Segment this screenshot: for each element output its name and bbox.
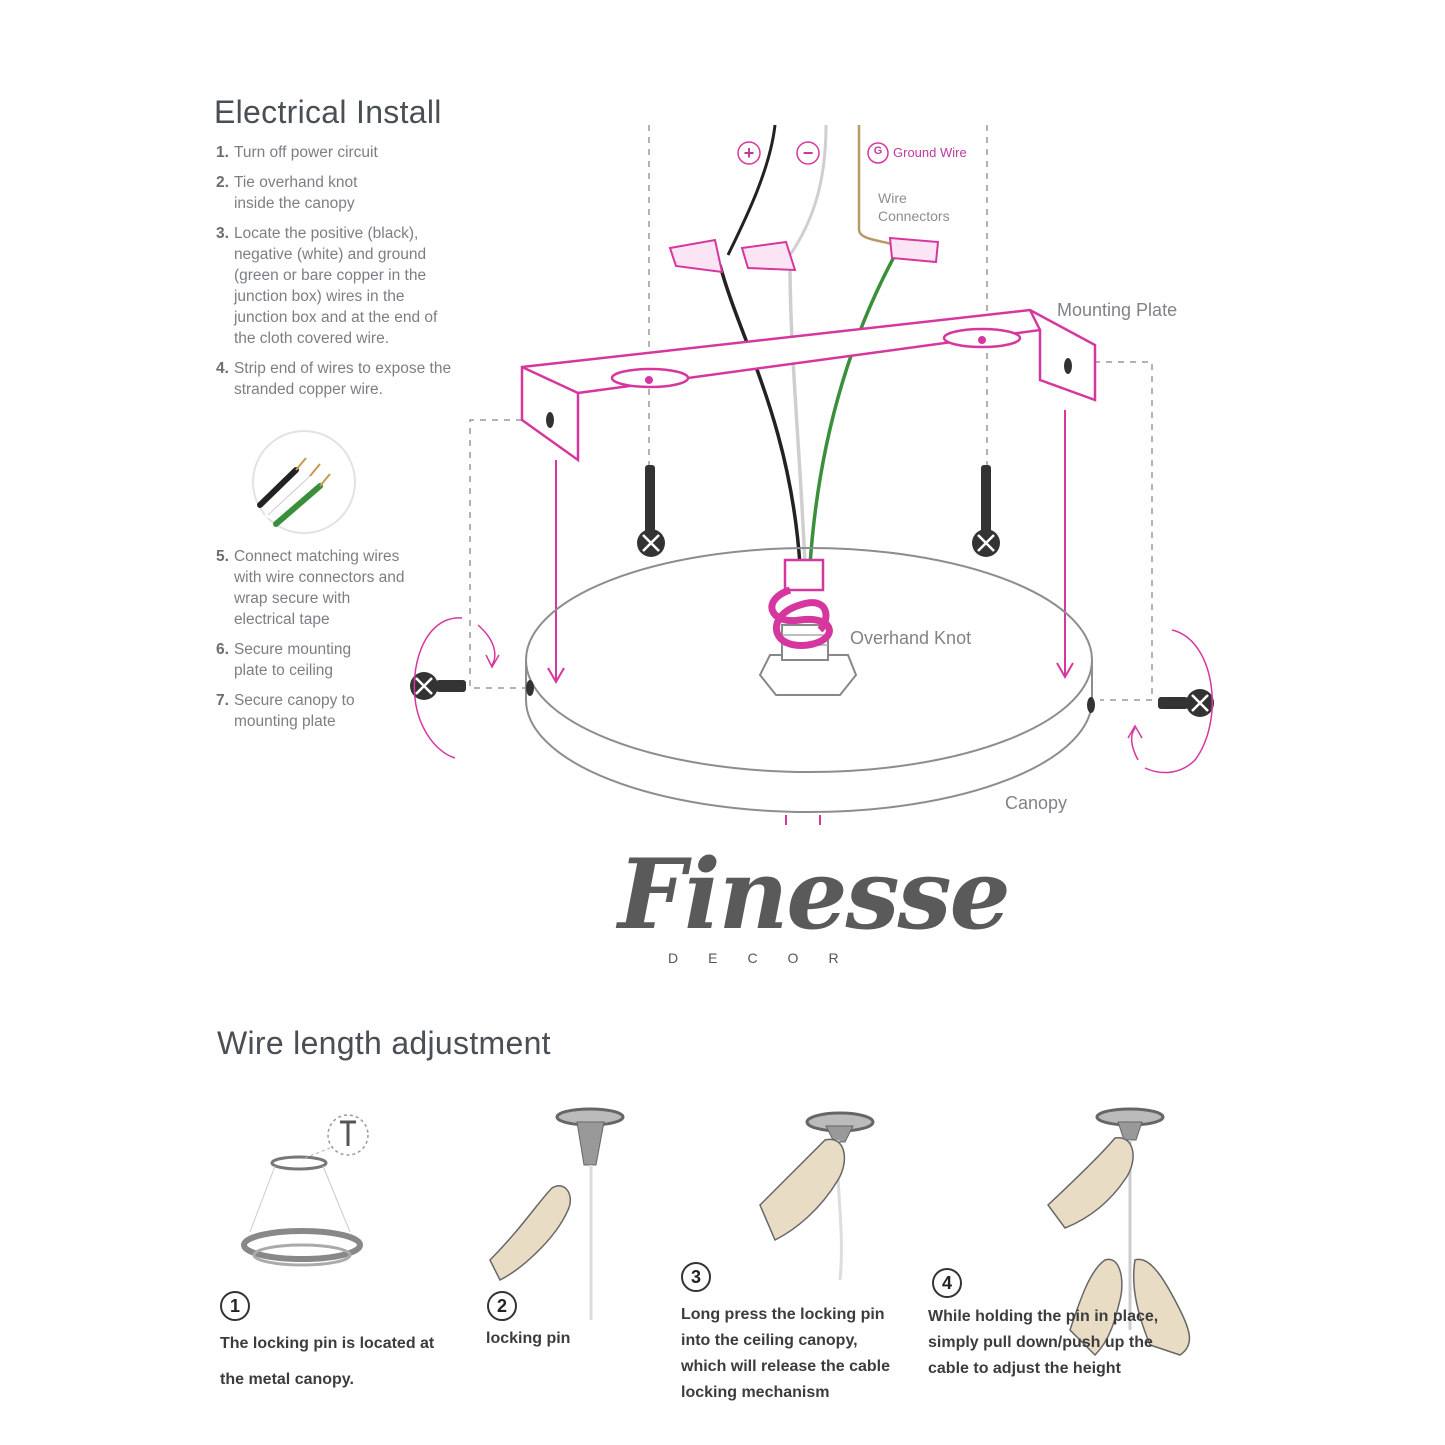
wire-connectors-label: Wire Connectors	[878, 190, 950, 224]
step-text: Strip end of wires to expose the strande…	[233, 360, 452, 398]
step-text: Turn off power circuit	[233, 144, 378, 161]
step-number: 4.	[216, 360, 229, 377]
step-number: 7.	[216, 692, 229, 709]
step-list-lower: 5.Connect matching wires with wire conne…	[216, 546, 426, 732]
wl-step-1-text: The locking pin is located at the metal …	[220, 1335, 435, 1388]
wl-step-4-text: While holding the pin in place, simply p…	[928, 1308, 1159, 1377]
step-5: 5.Connect matching wires with wire conne…	[216, 546, 426, 630]
step-number: 2.	[216, 174, 229, 191]
step-number: 3.	[216, 225, 229, 242]
polarity-icons	[737, 141, 889, 165]
step-number: 1.	[216, 144, 229, 161]
step-text: Secure mounting plate to ceiling	[233, 641, 352, 679]
step-badge-4: 4	[932, 1268, 962, 1298]
step-number: 6.	[216, 641, 229, 658]
wl-step-3-text: Long press the locking pin into the ceil…	[681, 1306, 890, 1401]
step-2: 2.Tie overhand knot inside the canopy	[216, 172, 466, 214]
step-badge-2: 2	[487, 1291, 517, 1321]
ground-badge: G	[873, 145, 883, 157]
side-screws-icon	[410, 672, 1214, 717]
brand-logo-sub: DECOR	[668, 950, 869, 966]
mounting-plate-label: Mounting Plate	[1057, 300, 1178, 320]
wire-connectors-icon	[668, 236, 940, 274]
step-4: 4.Strip end of wires to expose the stran…	[216, 358, 466, 400]
locking-pin-icon	[489, 1107, 625, 1320]
step-6: 6.Secure mounting plate to ceiling	[216, 639, 426, 681]
step-list: 1.Turn off power circuit 2.Tie overhand …	[216, 142, 466, 400]
wl-step-2-text: locking pin	[486, 1330, 571, 1347]
section-title-wire-length: Wire length adjustment	[217, 1025, 551, 1061]
adjust-cable-icon	[1047, 1107, 1191, 1357]
chandelier-icon	[241, 1114, 369, 1267]
step-3: 3.Locate the positive (black), negative …	[216, 223, 466, 349]
step-number: 5.	[216, 548, 229, 565]
overhand-knot-label: Overhand Knot	[850, 628, 972, 648]
step-badge-1: 1	[220, 1291, 250, 1321]
guide-lines	[469, 125, 1153, 701]
step-text: Connect matching wires with wire connect…	[233, 548, 405, 628]
step-1: 1.Turn off power circuit	[216, 142, 466, 163]
section-title-electrical: Electrical Install	[214, 94, 442, 130]
canopy-icon	[525, 547, 1093, 813]
overhand-knot-icon	[758, 558, 858, 696]
step-7: 7.Secure canopy to mounting plate	[216, 690, 426, 732]
press-pin-icon	[759, 1111, 875, 1281]
mounting-plate-icon	[520, 308, 1097, 463]
canopy-label: Canopy	[1005, 793, 1068, 813]
wires	[718, 124, 897, 566]
brand-logo: Finesse	[618, 838, 1011, 951]
arrows-down-icon	[547, 410, 1074, 685]
plus-label: +	[743, 143, 755, 163]
ceiling-screws-icon	[637, 465, 1000, 557]
rotation-arrows-icon	[413, 617, 1213, 774]
step-badge-3: 3	[681, 1262, 711, 1292]
minus-label: −	[802, 143, 814, 163]
wire-sample-icon	[252, 430, 356, 534]
step-text: Secure canopy to mounting plate	[233, 692, 355, 730]
step-text: Tie overhand knot inside the canopy	[233, 174, 358, 212]
step-text: Locate the positive (black), negative (w…	[233, 225, 438, 347]
ground-wire-label: Ground Wire	[893, 145, 967, 160]
